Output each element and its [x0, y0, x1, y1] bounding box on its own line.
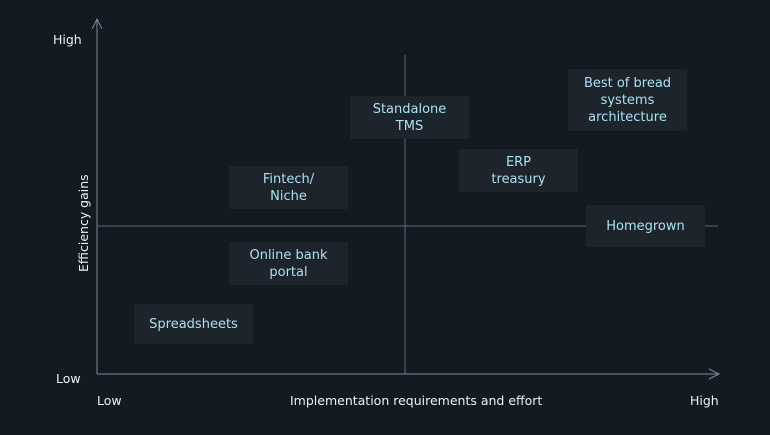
y-axis-high-label: High — [53, 32, 82, 47]
x-axis-high-label: High — [690, 393, 719, 408]
chart-item-box[interactable]: Spreadsheets — [134, 304, 253, 344]
x-axis-low-label: Low — [97, 393, 122, 408]
chart-item-box[interactable]: Best of bread systems architecture — [568, 69, 687, 131]
x-axis-arrow-icon — [708, 368, 721, 380]
chart-item-box[interactable]: Fintech/ Niche — [229, 166, 348, 209]
y-axis-title: Efficiency gains — [76, 174, 91, 272]
y-axis-low-label: Low — [56, 371, 81, 386]
chart-item-box[interactable]: Online bank portal — [229, 242, 348, 285]
y-axis-arrow-icon — [91, 17, 103, 30]
x-axis-title: Implementation requirements and effort — [290, 393, 543, 408]
chart-item-box[interactable]: Homegrown — [586, 205, 705, 247]
chart-item-box[interactable]: ERP treasury — [459, 149, 578, 192]
chart-item-box[interactable]: Standalone TMS — [350, 96, 469, 139]
